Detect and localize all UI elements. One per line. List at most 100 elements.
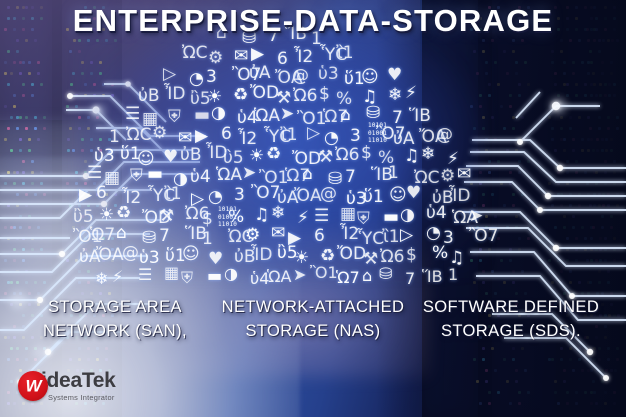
caption-row: STORAGE AREA NETWORK (SAN), NETWORK-ATTA… [0,296,626,344]
megaphone-icon: ὎3 [206,69,217,86]
train-icon: Ὠ6 [335,147,359,164]
rocket-icon: ➤ [280,106,294,123]
battery-icon: ὐB [180,147,202,164]
snowflake-icon: ❄ [421,146,435,163]
logo-badge-glyph: W [18,378,48,395]
pie-chart-icon: ◔ [208,189,223,206]
satellite-dish-icon: ὎1 [448,267,458,283]
lightbulb-icon: Ὂ1 [310,265,338,281]
music-note-icon: ♫ [254,207,269,224]
at-sign-icon: @ [436,127,453,144]
capsule-icon: ▬ [383,209,399,226]
flame-icon: ὒ5 [73,209,94,226]
database-icon: ⛁ [366,105,380,122]
equalizer-icon: ☰ [87,165,102,182]
thermometer-icon: ἲ1 [165,186,182,203]
police-officer-icon: ☺ [389,187,407,204]
chip-icon: ▦ [340,206,356,223]
bank-icon: ἽB [409,108,431,125]
speaker-icon: ὐA [249,65,270,82]
equalizer-icon: ☰ [125,106,140,123]
clock-icon: ὕ1 [363,189,384,206]
megaphone-icon: ὎3 [234,187,245,204]
camera-icon: ὏7 [345,169,356,186]
dollar-sign-icon: $ [319,86,330,103]
wifi-signal-icon: ὏6 [221,126,232,143]
envelope-icon: ✉ [271,225,285,242]
bar-chart-icon: ὌA [294,188,322,205]
cloud-icon-set: ⌂⛁὏7ἽB὎1ὨC⚙✉▶὏6Ἶ2ὟCἲ1▷◔὎3Ὂ7ὐAὌA@ὑ3ὕ1☺♥ὐB… [68,24,498,284]
bell-icon: ὑ4 [426,205,447,222]
binary-code-block: 10101 01001 11010 [218,206,237,229]
caption-nas: NETWORK-ATTACHED STORAGE (NAS) [214,296,412,344]
battery-icon: ὐB [138,88,160,105]
at-sign-icon: @ [320,186,337,203]
train-icon: Ὠ6 [293,88,317,105]
company-logo[interactable]: W ideaTek Systems Integrator [18,370,116,402]
home-icon: ⌂ [362,268,372,284]
rocket-icon: ➤ [469,208,483,225]
envelope-icon: ✉ [457,166,471,183]
equalizer-icon: ☰ [138,267,152,283]
camera-icon: ὏7 [159,228,170,245]
sun-icon: ☀ [99,207,114,224]
lock-open-icon: ὑ3 [318,66,339,83]
gauge-icon: ◑ [400,207,415,224]
page-title: ENTERPRISE-DATA-STORAGE [0,3,626,39]
bus-icon: ὨC [182,45,208,62]
percent-icon: % [432,245,448,262]
shield-icon: ⛨ [130,168,143,185]
home-icon: ⌂ [302,166,313,183]
heartbeat-icon: ♥ [163,149,178,166]
rocket-icon: ➤ [242,165,256,182]
recycle-icon: ♻ [116,205,131,222]
video-play-icon: ▷ [400,227,413,244]
chip-icon: ▦ [164,265,179,281]
gear-icon: ⚙ [152,125,167,142]
at-sign-icon: @ [122,245,139,262]
logo-text: ideaTek Systems Integrator [41,370,116,402]
database-icon: ⛁ [379,266,392,282]
location-pin-icon: ὌD [250,85,279,102]
car-icon: Ὡ7 [90,227,115,244]
capsule-icon: ▬ [194,107,210,124]
caption-nas-line1: NETWORK-ATTACHED [222,298,405,316]
truck-icon: ὩA [267,269,291,285]
home-icon: ⌂ [116,225,127,242]
police-officer-icon: ☺ [361,69,379,86]
snowflake-icon: ❄ [95,271,108,287]
video-play-icon: ▷ [163,66,176,83]
truck-icon: ὩA [254,108,280,125]
database-icon: ⛁ [142,230,156,247]
rocket-icon: ➤ [293,267,306,283]
play-button-icon: ▶ [79,187,92,204]
pie-chart-icon: ◔ [426,225,441,242]
gear-icon: ⚙ [440,168,455,185]
music-note-icon: ♫ [404,148,419,165]
recycle-icon: ♻ [233,87,248,104]
gauge-icon: ◑ [224,266,238,282]
logo-tagline: Systems Integrator [47,393,116,402]
megaphone-icon: ὎3 [350,128,361,145]
bank-icon: ἽB [422,269,443,285]
video-play-icon: ▷ [307,125,320,142]
capsule-icon: ▬ [207,268,222,284]
icon-cloud: ⌂⛁὏7ἽB὎1ὨC⚙✉▶὏6Ἶ2ὟCἲ1▷◔὎3Ὂ7ὐAὌA@ὑ3ὕ1☺♥ὐB… [68,24,498,284]
envelope-icon: ✉ [234,48,248,65]
truck-icon: ὩA [216,167,242,184]
satellite-dish-icon: ὎1 [388,165,399,182]
wifi-signal-icon: ὏6 [96,185,107,202]
building-icon: Ἶ2 [294,49,313,66]
heartbeat-icon: ♥ [387,67,402,84]
location-pin-icon: ὌD [337,246,366,263]
lightning-bolt-icon: ⚡ [112,269,123,285]
wrench-screwdriver-icon: ⚒ [159,208,174,225]
gauge-icon: ◑ [211,105,226,122]
thermometer-icon: ἲ1 [281,127,298,144]
thermometer-icon: ἲ1 [383,229,400,246]
wrench-screwdriver-icon: ⚒ [318,149,333,166]
bell-icon: ὑ4 [190,169,211,186]
lightning-bolt-icon: ⚡ [405,85,417,102]
wifi-signal-icon: ὏6 [277,51,288,68]
